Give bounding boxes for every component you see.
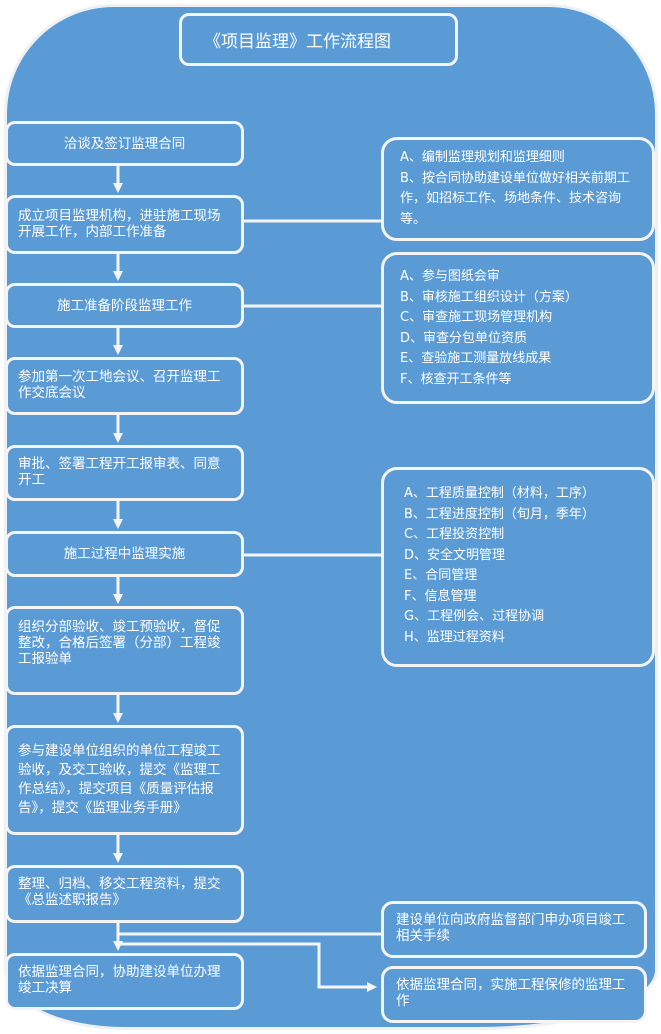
step-construction-supervision: 施工过程中监理实施 [5, 531, 244, 577]
step-first-meeting: 参加第一次工地会议、召开监理工作交底会议 [5, 357, 244, 415]
construction-item: H、监理过程资料 [404, 629, 505, 645]
preparation-item: D、审查分包单位资质 [400, 330, 528, 346]
construction-item: D、安全文明管理 [404, 547, 506, 563]
step-acceptance: 组织分部验收、竣工预验收，督促整改，合格后签署（分部）工程竣工报验单 [5, 606, 244, 695]
planning-item: A、编制监理规划和监理细则 [400, 150, 565, 165]
step-final-accounts: 依据监理合同，协助建设单位办理竣工决算 [5, 953, 244, 1010]
step-sign-contract: 洽谈及签订监理合同 [5, 121, 244, 166]
side-box-construction: A、工程质量控制（材料，工序） B、工程进度控制（旬月，季年） C、工程投资控制… [381, 467, 655, 667]
preparation-item: A、参与图纸会审 [400, 269, 500, 284]
construction-item: G、工程例会、过程协调 [404, 609, 545, 624]
preparation-item: C、审查施工现场管理机构 [400, 310, 553, 325]
preparation-item: E、查验施工测量放线成果 [400, 351, 552, 366]
construction-item: F、信息管理 [404, 588, 477, 604]
preparation-item: F、核查开工条件等 [400, 371, 512, 387]
construction-item: C、工程投资控制 [404, 527, 505, 542]
side-box-planning: A、编制监理规划和监理细则 B、按合同协助建设单位做好相关前期工作，如招标工作、… [381, 137, 655, 241]
step-setup-team: 成立项目监理机构，进驻施工现场开展工作，内部工作准备 [5, 195, 244, 254]
side-box-warranty: 依据监理合同，实施工程保修的监理工作 [381, 966, 647, 1023]
step-archive-docs: 整理、归档、移交工程资料，提交《总监述职报告》 [5, 865, 244, 923]
construction-item: E、合同管理 [404, 568, 478, 583]
step-approve-start: 审批、签署工程开工报审表、同意开工 [5, 445, 244, 501]
page-title: 《项目监理》工作流程图 [179, 13, 458, 66]
step-preparation-stage: 施工准备阶段监理工作 [5, 283, 244, 328]
side-box-preparation: A、参与图纸会审 B、审核施工组织设计（方案） C、审查施工现场管理机构 D、审… [381, 252, 655, 404]
preparation-item: B、审核施工组织设计（方案） [400, 289, 578, 305]
construction-item: B、工程进度控制（旬月，季年） [404, 506, 595, 522]
construction-item: A、工程质量控制（材料，工序） [404, 486, 595, 501]
step-completion-acceptance: 参与建设单位组织的单位工程竣工验收，及交工验收，提交《监理工作总结》，提交项目《… [5, 725, 244, 835]
side-box-handover: 建设单位向政府监督部门申办项目竣工相关手续 [381, 901, 647, 958]
connector-warranty [118, 942, 377, 992]
planning-item: B、按合同协助建设单位做好相关前期工作，如招标工作、场地条件、技术咨询等。 [400, 170, 630, 227]
